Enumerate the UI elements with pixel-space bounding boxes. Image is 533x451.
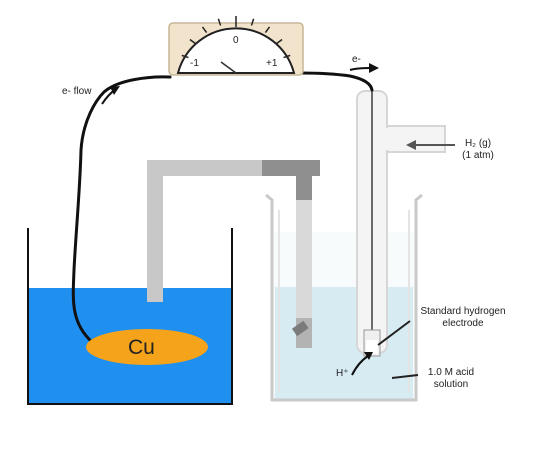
gas-label: H₂ (g) (1 atm) [454, 138, 502, 162]
meter-dial [176, 27, 296, 74]
electrode-label-line1: Standard hydrogen [420, 306, 506, 317]
electron-label: e- [352, 54, 361, 65]
meter-label-minus: -1 [190, 58, 199, 69]
solution-label: 1.0 M acid solution [418, 367, 484, 391]
solution-label-line1: 1.0 M acid [427, 367, 475, 378]
meter-tick [181, 54, 189, 59]
electrode-label-line2: electrode [442, 318, 484, 329]
meter-ticks [179, 16, 293, 74]
right-solution [275, 287, 413, 400]
left-wire [71, 75, 172, 344]
electron-right-arrow [349, 63, 379, 73]
electron-flow-arrow [101, 86, 120, 105]
meter-needle [220, 61, 237, 74]
copper-label: Cu [128, 336, 155, 359]
hplus-arrow [351, 352, 373, 376]
salt-bridge [147, 160, 320, 348]
left-beaker [27, 228, 233, 405]
meter-tick [217, 18, 222, 26]
electrode-label: Standard hydrogen electrode [408, 306, 518, 330]
meter-tick [189, 38, 196, 45]
meter-label-zero: 0 [233, 35, 239, 46]
electrode-leader-line [377, 320, 411, 346]
copper-electrode [86, 329, 208, 365]
solution-leader-line [391, 374, 419, 379]
meter-tick [276, 38, 283, 45]
meter-tick [201, 26, 208, 33]
gas-inlet-arrow [406, 140, 455, 150]
meter-tick [283, 54, 291, 59]
meter-tick [264, 26, 271, 33]
gas-label-line1: H₂ (g) [464, 138, 492, 149]
electron-flow-label: e- flow [62, 86, 92, 97]
gas-label-line2: (1 atm) [462, 150, 494, 161]
right-wire [298, 71, 374, 92]
hplus-label: H⁺ [336, 368, 349, 379]
meter-label-plus: +1 [266, 58, 278, 69]
solution-label-line2: solution [433, 379, 469, 390]
meter-tick [250, 18, 255, 26]
voltmeter [168, 16, 304, 76]
